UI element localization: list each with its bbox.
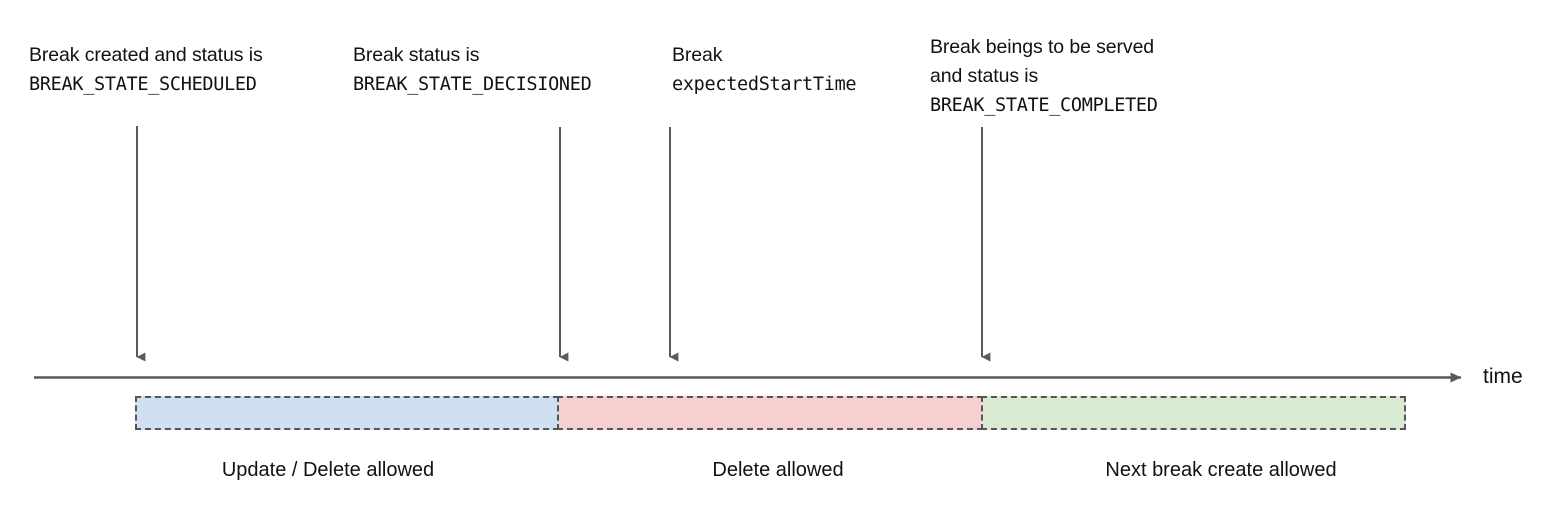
event-label-expected-start-line1: Break (672, 44, 723, 66)
phase-caption-update-delete: Update / Delete allowed (221, 459, 435, 481)
event-label-scheduled-line1: Break created and status is (29, 44, 263, 66)
event-label-decisioned: Break status is BREAK_STATE_DECISIONED (353, 41, 592, 99)
phase-bar-delete-only (557, 396, 983, 430)
event-label-scheduled: Break created and status is BREAK_STATE_… (29, 41, 263, 99)
event-label-completed-line2: and status is (930, 65, 1039, 87)
phase-bar-track (135, 396, 1406, 430)
event-label-scheduled-state: BREAK_STATE_SCHEDULED (29, 74, 257, 95)
event-label-expected-start-field: expectedStartTime (672, 74, 857, 95)
time-axis-label: time (1483, 365, 1523, 388)
phase-caption-delete-only: Delete allowed (712, 459, 844, 481)
event-label-completed-line1: Break beings to be served (930, 36, 1155, 58)
event-label-decisioned-line1: Break status is (353, 44, 480, 66)
phase-bar-update-delete (135, 396, 559, 430)
event-label-completed-state: BREAK_STATE_COMPLETED (930, 95, 1158, 116)
event-label-completed: Break beings to be served and status is … (930, 33, 1158, 120)
event-label-expected-start: Break expectedStartTime (672, 41, 857, 99)
event-label-decisioned-state: BREAK_STATE_DECISIONED (353, 74, 592, 95)
phase-caption-next-break-create: Next break create allowed (1105, 459, 1337, 481)
phase-bar-next-break-create (981, 396, 1406, 430)
